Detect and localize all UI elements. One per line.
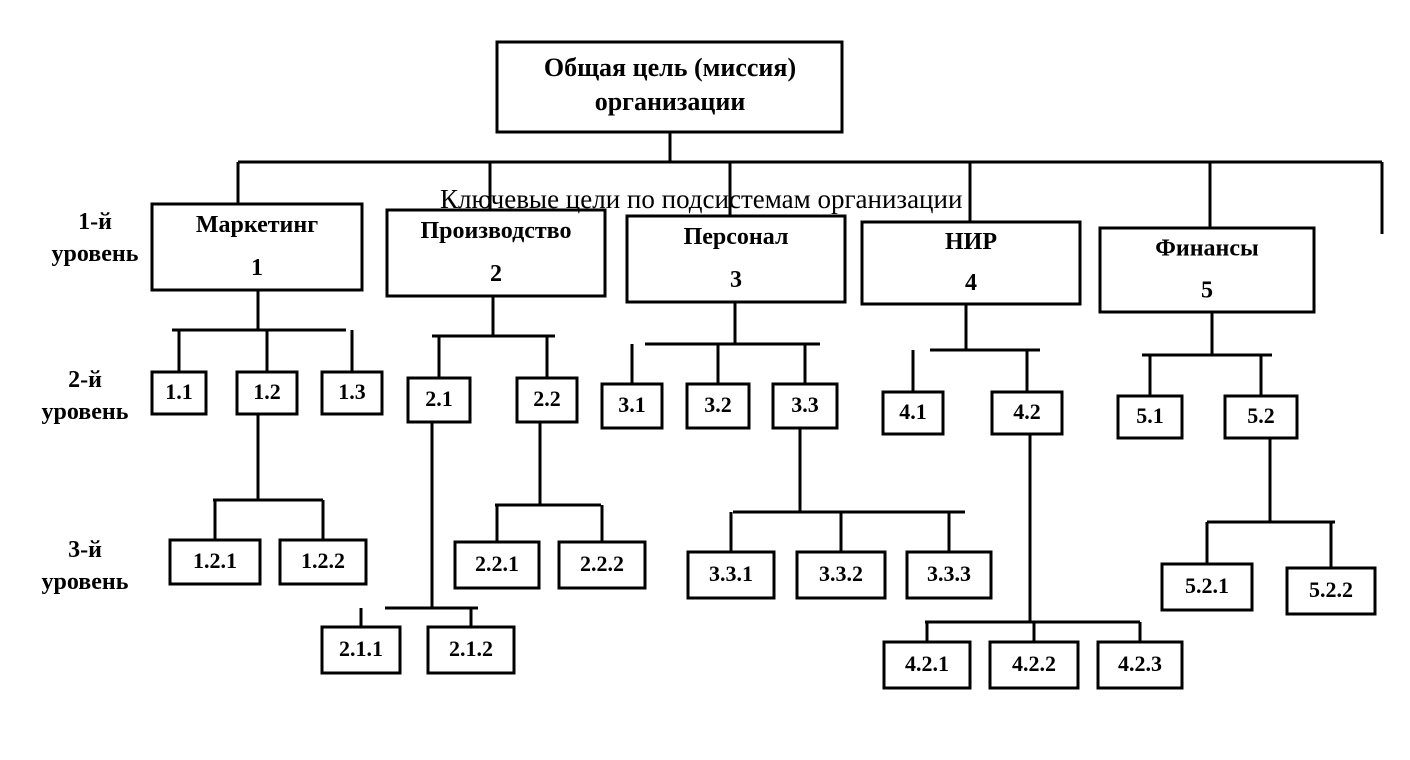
goal-code-3-3-2: 3.3.2 [819,561,863,586]
goal-box-5-2 [1223,394,1299,440]
goal-box-1-3 [320,370,384,416]
goal-box-4-2-2 [988,640,1080,690]
goal-code-2-1: 2.1 [425,386,453,411]
goal-code-5-2-2: 5.2.2 [1309,577,1353,602]
subsystem-code-1: 1 [251,255,263,281]
key-goals-banner: Ключевые цели по подсистемам организации [440,184,963,214]
subsystem-box-5 [1098,226,1316,314]
subsystem-name-5: Финансы [1155,236,1259,262]
goal-box-3-1 [600,382,664,430]
goal-code-4-2: 4.2 [1013,399,1041,424]
goal-box-5-2-2 [1285,566,1377,616]
subsystem-code-2: 2 [490,261,502,287]
goal-code-1-3: 1.3 [338,379,366,404]
goal-code-1-2-2: 1.2.2 [301,548,345,573]
level-1-word: уровень [51,241,139,267]
goal-box-1-1 [150,370,208,416]
goal-box-1-2-2 [278,538,368,586]
subsystem-name-2: Производство [421,218,572,244]
mission-title-line1: Общая цель (миссия) [544,53,796,82]
goal-code-4-2-2: 4.2.2 [1012,651,1056,676]
subsystem-box-1 [150,202,364,292]
goal-box-5-1 [1116,394,1184,440]
goal-box-3-3-2 [795,550,887,600]
goal-box-2-1-1 [320,625,402,675]
subsystem-box-3 [625,214,847,304]
goal-code-2-2-2: 2.2.2 [580,551,624,576]
goal-code-1-2-1: 1.2.1 [193,548,237,573]
goal-box-5-2-1 [1160,562,1254,612]
goal-code-3-1: 3.1 [618,392,646,417]
goal-code-5-1: 5.1 [1136,403,1164,428]
goal-box-2-1-2 [426,625,516,675]
subsystem-code-5: 5 [1201,278,1213,304]
level-3-word: уровень [41,569,129,595]
subsystem-code-3: 3 [730,267,742,293]
goal-code-3-3-1: 3.3.1 [709,561,753,586]
goal-code-1-1: 1.1 [165,379,193,404]
level-3-number: 3-й [68,537,102,563]
level-3-label: 3-й уровень [20,538,150,594]
goal-box-3-3-3 [905,550,993,600]
mission-title-line2: организации [595,87,746,116]
goal-box-2-1 [406,376,472,424]
goal-box-4-2-3 [1096,640,1184,690]
level-2-number: 2-й [68,367,102,393]
goal-code-4-1: 4.1 [899,399,927,424]
goal-code-2-2: 2.2 [533,386,561,411]
goal-code-3-2: 3.2 [704,392,732,417]
goal-box-3-3-1 [686,550,776,600]
goal-box-4-2-1 [882,640,972,690]
subsystem-name-3: Персонал [684,224,789,250]
goal-code-2-1-2: 2.1.2 [449,636,493,661]
mission-box [495,40,844,134]
goal-code-3-3: 3.3 [791,392,819,417]
goal-box-2-2-1 [453,540,541,590]
subsystem-box-4 [860,220,1082,306]
level-2-label: 2-й уровень [20,368,150,424]
goal-code-2-1-1: 2.1.1 [339,636,383,661]
goal-box-3-3 [771,382,839,430]
goal-code-4-2-3: 4.2.3 [1118,651,1162,676]
level-2-word: уровень [41,399,129,425]
goal-code-5-2: 5.2 [1247,403,1275,428]
subsystem-box-2 [385,208,607,298]
subsystem-name-1: Маркетинг [196,212,318,238]
goal-code-1-2: 1.2 [253,379,281,404]
goal-code-2-2-1: 2.2.1 [475,551,519,576]
goal-box-4-1 [881,390,945,436]
goal-code-4-2-1: 4.2.1 [905,651,949,676]
goal-code-5-2-1: 5.2.1 [1185,573,1229,598]
goal-box-2-2 [515,376,579,424]
subsystem-code-4: 4 [965,270,977,296]
goal-box-2-2-2 [557,540,647,590]
goal-box-1-2-1 [168,538,262,586]
goal-box-1-2 [235,370,299,416]
level-1-number: 1-й [78,209,112,235]
level-1-label: 1-й уровень [30,210,160,266]
goal-box-3-2 [685,382,751,430]
goal-box-4-2 [990,390,1064,436]
goal-code-3-3-3: 3.3.3 [927,561,971,586]
subsystem-name-4: НИР [945,229,997,255]
